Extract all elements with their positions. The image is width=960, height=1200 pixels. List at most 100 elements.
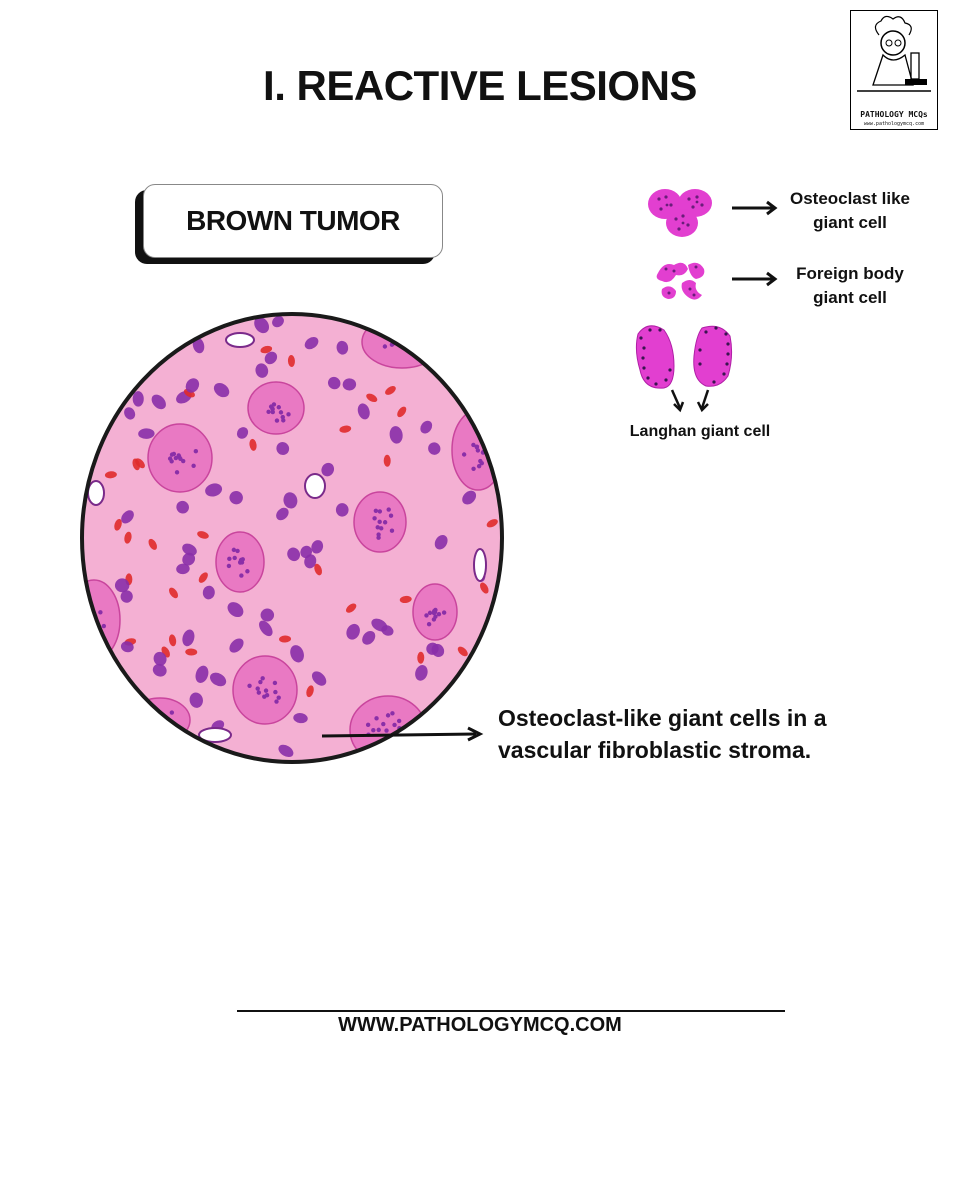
stromal-nucleus [152, 663, 167, 677]
stromal-nucleus [132, 391, 144, 407]
stromal-nucleus [182, 543, 197, 556]
red-blood-cell [249, 438, 257, 451]
red-blood-cell [132, 458, 140, 471]
stromal-nucleus [434, 535, 448, 550]
stromal-nucleus [290, 645, 304, 663]
stromal-nucleus [346, 623, 360, 640]
stromal-nucleus [276, 442, 290, 455]
red-blood-cell [486, 519, 498, 528]
osteoclast-giant-cell [129, 697, 191, 743]
scientist-microscope-logo [857, 15, 931, 92]
stromal-nucleus [176, 563, 190, 575]
logo-name: PATHOLOGY MCQs [860, 110, 928, 119]
stromal-nucleus [229, 638, 244, 653]
foreign-body-giant-cell-icon [656, 262, 705, 300]
red-blood-cell [185, 648, 198, 656]
stromal-nucleus [213, 383, 230, 398]
red-blood-cell [399, 595, 412, 604]
stromal-nucleus [227, 602, 244, 618]
caption-line-2: vascular fibroblastic stroma. [498, 737, 812, 763]
footer-divider [237, 1010, 785, 1012]
stromal-nucleus [415, 664, 428, 681]
stromal-nucleus [254, 317, 270, 334]
stromal-nucleus [362, 630, 376, 645]
stromal-nucleus [120, 641, 134, 653]
stromal-nucleus [229, 490, 243, 505]
vessel-lumen [198, 727, 232, 743]
stromal-nucleus [264, 351, 278, 365]
red-blood-cell [306, 685, 314, 698]
red-blood-cell [339, 425, 352, 433]
stromal-nucleus [182, 552, 196, 566]
histology-illustration [80, 312, 504, 764]
red-blood-cell [169, 587, 178, 599]
caption: Osteoclast-like giant cells in a vascula… [498, 702, 918, 766]
caption-line-1: Osteoclast-like giant cells in a [498, 705, 827, 731]
red-blood-cell [279, 635, 292, 643]
page-title: I. REACTIVE LESIONS [263, 62, 697, 109]
vessel-lumen [473, 548, 487, 582]
red-blood-cell [314, 563, 323, 576]
langhan-giant-cell-icon [635, 325, 733, 413]
osteoclast-giant-cell [247, 381, 305, 435]
red-blood-cell [104, 471, 117, 479]
red-blood-cell [198, 572, 208, 583]
red-blood-cell [148, 538, 157, 550]
logo-url: www.pathologymcq.com [863, 121, 925, 127]
stromal-nucleus [114, 578, 130, 593]
stromal-nucleus [462, 490, 477, 505]
stromal-nucleus [327, 376, 341, 390]
red-blood-cell [260, 345, 273, 354]
stromal-nucleus [176, 500, 189, 514]
histology-border [80, 312, 504, 764]
red-blood-cell [124, 531, 132, 544]
stromal-nucleus [426, 642, 439, 655]
stromal-nucleus [153, 651, 167, 666]
stromal-nucleus [293, 713, 308, 724]
red-blood-cell [197, 531, 209, 539]
footer-url: WWW.PATHOLOGYMCQ.COM [338, 1014, 622, 1036]
osteoclast-label: Osteoclast like giant cell [789, 189, 910, 232]
stromal-nucleus [357, 403, 370, 420]
stromal-nucleus [209, 672, 227, 687]
red-blood-cell [346, 603, 357, 613]
red-blood-cell [287, 354, 295, 367]
osteoclast-giant-cell [361, 315, 443, 369]
stromal-nucleus [336, 340, 349, 355]
red-blood-cell [457, 646, 468, 657]
stromal-nucleus [259, 620, 273, 637]
stromal-nucleus [124, 407, 136, 420]
stromal-nucleus [260, 608, 275, 622]
stromal-nucleus [283, 492, 298, 509]
stromal-nucleus [255, 363, 269, 378]
stromal-nucleus [287, 547, 301, 562]
foreign-body-label: Foreign body giant cell [796, 264, 904, 307]
vessel-lumen [225, 332, 255, 348]
stromal-nucleus [121, 510, 134, 524]
red-blood-cell [169, 634, 177, 647]
stromal-nucleus [202, 585, 215, 600]
arrow-right-icon [732, 200, 778, 216]
stromal-nucleus [381, 625, 394, 636]
langhan-label: Langhan giant cell [629, 423, 771, 440]
red-blood-cell [397, 406, 407, 418]
stromal-nucleus [236, 427, 249, 439]
stromal-nucleus [420, 420, 433, 434]
red-blood-cell [366, 393, 378, 403]
stromal-nucleus [278, 744, 294, 758]
stromal-nucleus [189, 692, 203, 708]
red-blood-cell [417, 651, 425, 664]
osteoclast-giant-cell-icon [648, 189, 712, 237]
stromal-nucleus [311, 540, 324, 554]
red-blood-cell [480, 582, 489, 594]
arrow-right-icon [732, 271, 778, 287]
stromal-nucleus [151, 394, 166, 410]
stromal-nucleus [192, 337, 205, 354]
stromal-nucleus [205, 483, 223, 497]
stromal-nucleus [276, 507, 289, 521]
logo: PATHOLOGY MCQs www.pathologymcq.com [850, 10, 938, 130]
brown-tumor-label: BROWN TUMOR [143, 184, 443, 258]
stromal-nucleus [272, 316, 284, 328]
stromal-nucleus [185, 378, 200, 393]
red-blood-cell [114, 518, 122, 531]
